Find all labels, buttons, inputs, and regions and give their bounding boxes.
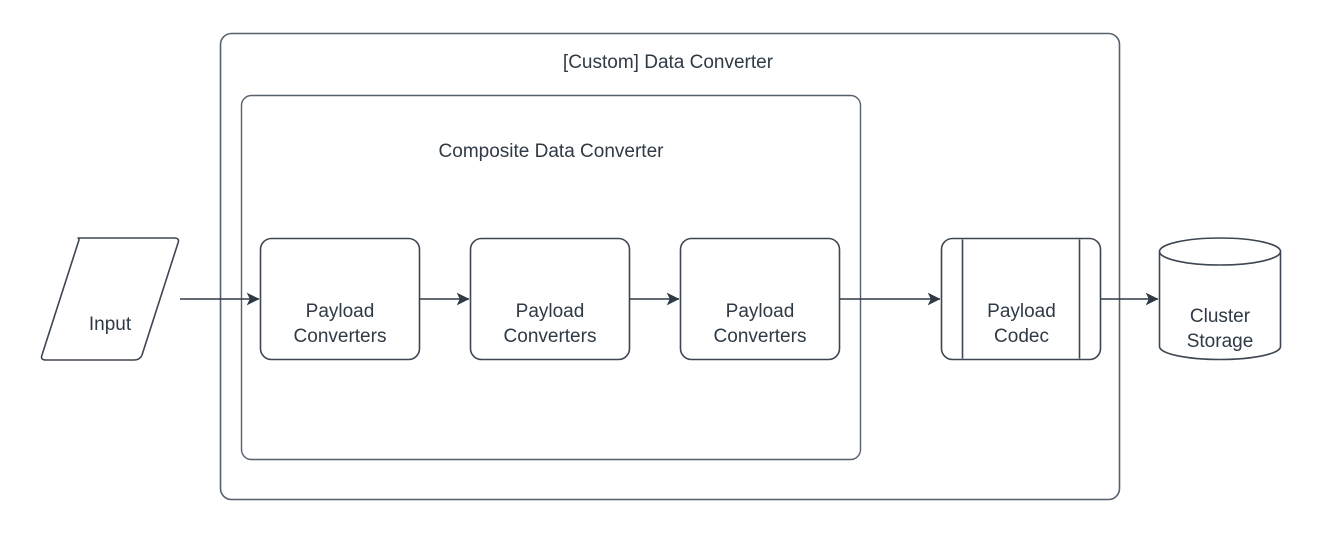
container-title-custom-data-converter: [Custom] Data Converter [562, 52, 774, 73]
node-payload-codec-shape[interactable] [940, 237, 1102, 361]
node-cluster-storage-shape[interactable] [1158, 237, 1282, 361]
container-title-composite-data-converter: Composite Data Converter [438, 141, 664, 162]
node-payload-converters-3-shape[interactable] [679, 237, 841, 361]
node-payload-converters-1-shape[interactable] [259, 237, 421, 361]
node-payload-converters-2-shape[interactable] [469, 237, 631, 361]
node-input-shape[interactable] [40, 237, 180, 361]
